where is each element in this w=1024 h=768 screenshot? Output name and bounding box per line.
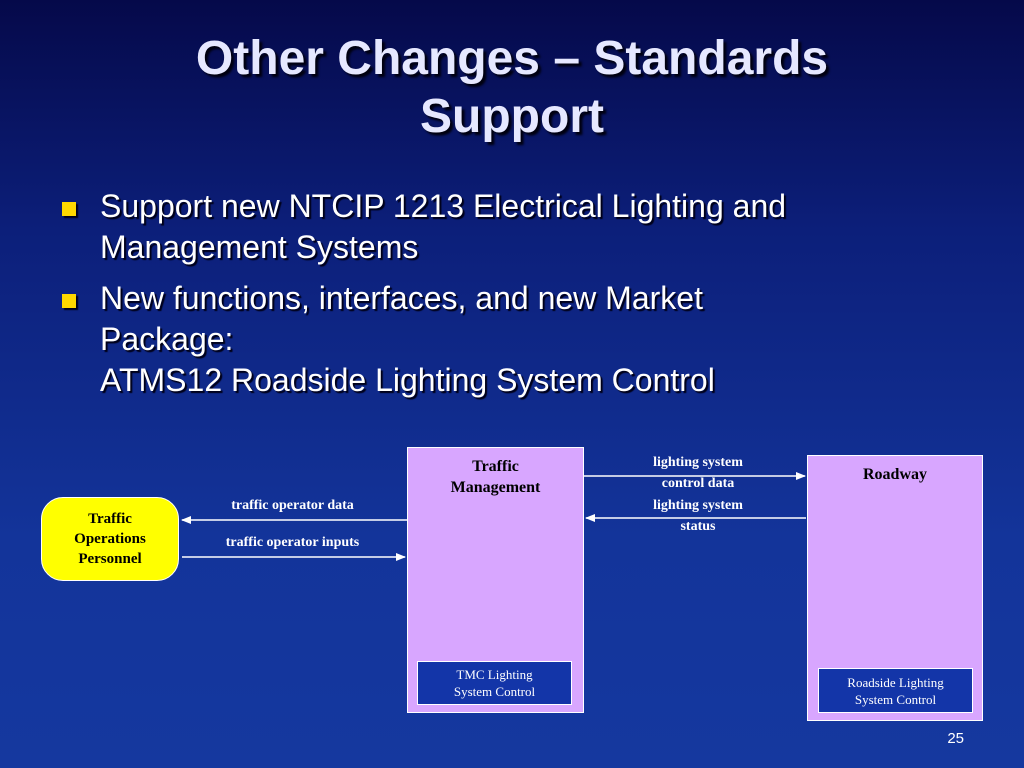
traffic-operations-personnel-terminator: Traffic Operations Personnel xyxy=(41,497,179,581)
traffic-management-title-line: Traffic xyxy=(472,458,519,475)
flow-label-lighting-status: lighting system status xyxy=(598,495,798,537)
roadside-lighting-system-control-box: Roadside Lighting System Control xyxy=(818,668,973,713)
terminator-label-line: Personnel xyxy=(78,551,142,567)
roadside-lighting-label-line: System Control xyxy=(854,691,937,707)
flow-label-traffic-operator-inputs: traffic operator inputs xyxy=(225,535,360,550)
bullet-square-icon xyxy=(62,294,76,308)
terminator-label-line: Operations xyxy=(74,531,146,547)
flow-label-line: lighting system xyxy=(653,455,743,470)
bullet-list: Support new NTCIP 1213 Electrical Lighti… xyxy=(62,186,1002,411)
tmc-lighting-system-control-box: TMC Lighting System Control xyxy=(417,661,572,705)
traffic-management-title-line: Management xyxy=(450,479,541,496)
bullet-item: Support new NTCIP 1213 Electrical Lighti… xyxy=(62,186,1002,268)
bullet-text-line: Management Systems xyxy=(100,229,419,265)
bullet-text-line: Support new NTCIP 1213 Electrical Lighti… xyxy=(100,188,787,224)
flow-label-line: control data xyxy=(661,476,735,491)
tmc-lighting-label-line: System Control xyxy=(453,684,536,699)
bullet-text-line: New functions, interfaces, and new Marke… xyxy=(100,280,703,316)
traffic-management-box: Traffic Management TMC Lighting System C… xyxy=(407,447,584,713)
slide-title-line-1: Other Changes – Standards xyxy=(195,32,829,85)
flow-label-line: status xyxy=(680,519,716,534)
traffic-management-title: Traffic Management xyxy=(408,456,583,498)
flow-label-traffic-operator-data: traffic operator data xyxy=(231,498,354,513)
bullet-text-line: ATMS12 Roadside Lighting System Control xyxy=(100,362,715,398)
roadway-title: Roadway xyxy=(862,466,927,483)
slide-title: Other Changes – Standards Support xyxy=(0,30,1024,146)
roadside-lighting-label-line: Roadside Lighting xyxy=(847,674,944,690)
bullet-text-line: Package: xyxy=(100,321,234,357)
flow-label-line: lighting system xyxy=(653,498,743,513)
slide-title-line-2: Support xyxy=(420,90,604,143)
roadway-box: Roadway Roadside Lighting System Control xyxy=(807,455,983,721)
terminator-label-line: Traffic xyxy=(88,511,132,527)
page-number: 25 xyxy=(947,730,964,747)
bullet-item: New functions, interfaces, and new Marke… xyxy=(62,278,1002,401)
flow-label-lighting-control-data: lighting system control data xyxy=(598,452,798,494)
bullet-square-icon xyxy=(62,202,76,216)
tmc-lighting-label-line: TMC Lighting xyxy=(456,667,533,682)
